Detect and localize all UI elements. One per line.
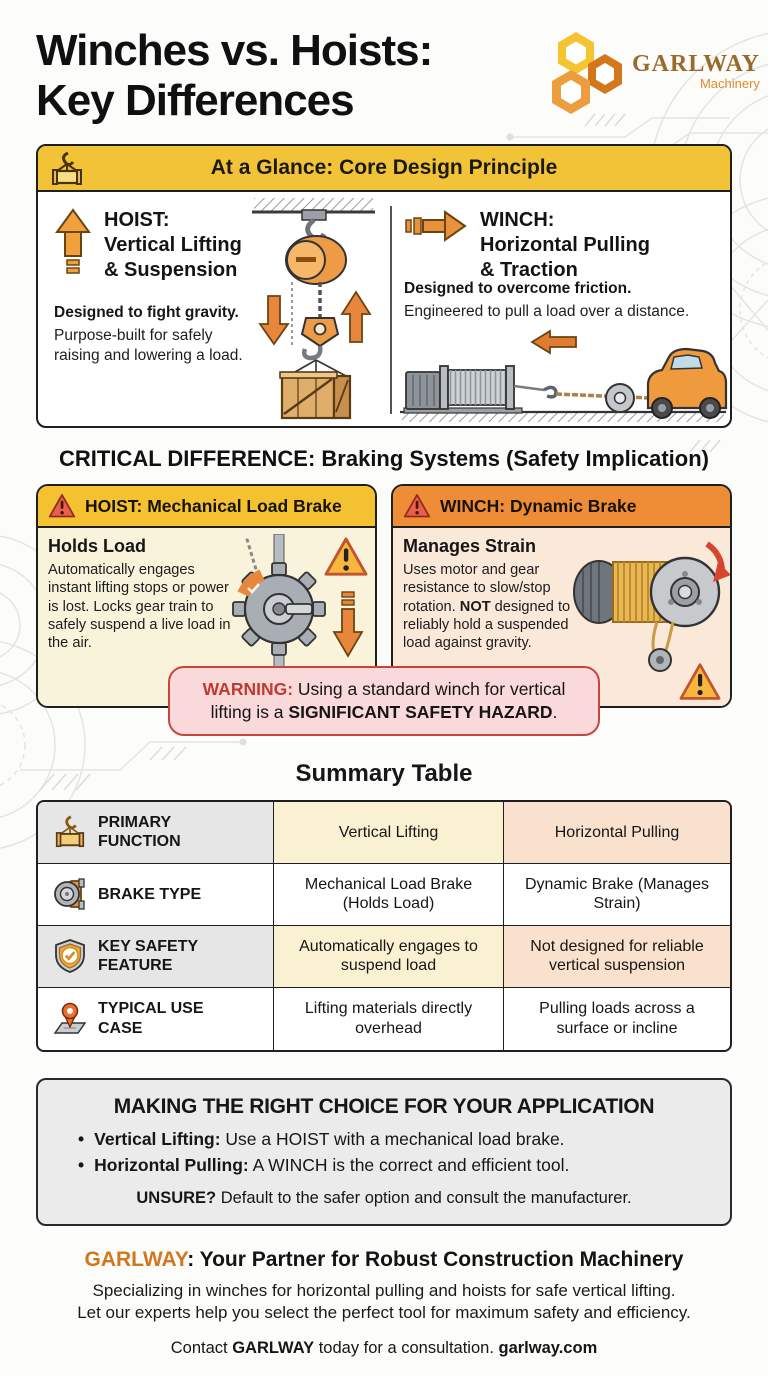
brake-cards: HOIST: Mechanical Load Brake Holds Load … (36, 484, 732, 709)
vertical-divider (390, 206, 392, 415)
chain-hoist-illustration (252, 198, 375, 420)
gear-brake-illustration (232, 534, 326, 685)
table-cell: Lifting materials directly overhead (274, 987, 504, 1050)
title-line-1: Winches vs. Hoists: (36, 26, 433, 75)
warning-callout: WARNING: Using a standard winch for vert… (168, 666, 600, 736)
choice-heading: MAKING THE RIGHT CHOICE FOR YOUR APPLICA… (113, 1094, 655, 1118)
table-cell: Mechanical Load Brake (Holds Load) (274, 863, 504, 926)
bullet-horizontal-pulling: • Horizontal Pulling: A WINCH is the cor… (78, 1154, 570, 1175)
at-a-glance-box: At a Glance: Core Design Principle HOIST… (36, 144, 732, 429)
bullet-vertical-lifting: • Vertical Lifting: Use a HOIST with a m… (78, 1128, 565, 1149)
warning-triangle-icon (679, 663, 721, 701)
winch-heading: WINCH: Horizontal Pulling & Traction (480, 209, 650, 282)
winch-brake-card: WINCH: Dynamic Brake Manages Strain Uses… (391, 484, 732, 709)
winch-pulling-car-illustration (400, 329, 728, 423)
winch-card-header: WINCH: Dynamic Brake (393, 486, 730, 529)
glance-banner-title: At a Glance: Core Design Principle (210, 156, 558, 180)
map-pin-icon (53, 1002, 87, 1034)
table-row-label: PRIMARY FUNCTION (38, 801, 274, 864)
bullet-dot: • (78, 1154, 85, 1175)
winch-panel-heading: WINCH: Horizontal Pulling & Traction (404, 208, 650, 283)
hoist-card-header: HOIST: Mechanical Load Brake (38, 486, 375, 529)
hoist-crate-icon (52, 151, 82, 186)
winch-drum-illustration (573, 541, 730, 673)
logo-name: GARLWAY (632, 50, 760, 77)
logo-tagline: Machinery (699, 75, 760, 91)
table-cell: Automatically engages to suspend load (274, 925, 504, 988)
table-row-label: TYPICAL USE CASE (38, 987, 274, 1050)
footer-contact: Contact GARLWAY today for a consultation… (170, 1339, 598, 1357)
warning-triangle-icon (48, 494, 76, 518)
up-arrow-icon (55, 208, 91, 275)
title-line-2: Key Differences (36, 76, 355, 126)
summary-table-heading: Summary Table (295, 759, 473, 787)
critical-difference-heading: CRITICAL DIFFERENCE: Braking Systems (Sa… (59, 446, 709, 472)
hoist-panel-heading: HOIST: Vertical Lifting & Suspension (54, 208, 242, 283)
logo-hexagons-icon (546, 30, 624, 114)
garlway-logo: GARLWAY Machinery (546, 26, 760, 114)
glance-body: HOIST: Vertical Lifting & Suspension Des… (38, 192, 730, 426)
footer: GARLWAY: Your Partner for Robust Constru… (36, 1248, 732, 1358)
shield-check-icon (55, 939, 85, 974)
choice-box: MAKING THE RIGHT CHOICE FOR YOUR APPLICA… (36, 1077, 732, 1226)
glance-banner: At a Glance: Core Design Principle (38, 146, 730, 193)
hoist-heading: HOIST: Vertical Lifting & Suspension (104, 209, 242, 282)
logo-text: GARLWAY Machinery (632, 50, 760, 91)
footer-heading: GARLWAY: Your Partner for Robust Constru… (84, 1247, 684, 1271)
table-cell: Pulling loads across a surface or inclin… (539, 1000, 695, 1037)
warning-label: WARNING: (202, 679, 294, 700)
page-title: Winches vs. Hoists: Key Differences (36, 26, 433, 126)
header: Winches vs. Hoists: Key Differences GARL… (36, 26, 760, 126)
hoist-description: Designed to fight gravity. Purpose-built… (54, 304, 243, 364)
brake-icon (54, 878, 85, 910)
bullet-dot: • (78, 1128, 85, 1149)
winch-card-text: Uses motor and gear resistance to slow/s… (403, 562, 571, 651)
table-cell: Not designed for reliable vertical suspe… (504, 925, 730, 988)
choice-bullets: • Vertical Lifting: Use a HOIST with a m… (64, 1129, 704, 1176)
table-row-label: BRAKE TYPE (38, 863, 274, 926)
table-row-label: KEY SAFETY FEATURE (38, 925, 274, 988)
table-cell: Vertical Lifting (274, 801, 504, 864)
warning-triangle-icon (403, 494, 431, 518)
down-arrow-icon (332, 591, 364, 659)
table-cell: Dynamic Brake (Manages Strain) (504, 864, 730, 926)
unsure-line: UNSURE? Default to the safer option and … (136, 1188, 632, 1207)
warning-triangle-icon (324, 537, 368, 576)
winch-description: Designed to overcome friction. Engineere… (404, 280, 690, 321)
garlway-website-link[interactable]: garlway.com (498, 1339, 598, 1357)
right-arrow-icon (405, 210, 467, 243)
footer-paragraph: Specializing in winches for horizontal p… (77, 1280, 691, 1322)
table-cell: Horizontal Pulling (504, 801, 730, 864)
summary-table: PRIMARY FUNCTION Vertical Lifting Horizo… (36, 799, 732, 1052)
hoist-crate-icon (55, 815, 85, 848)
